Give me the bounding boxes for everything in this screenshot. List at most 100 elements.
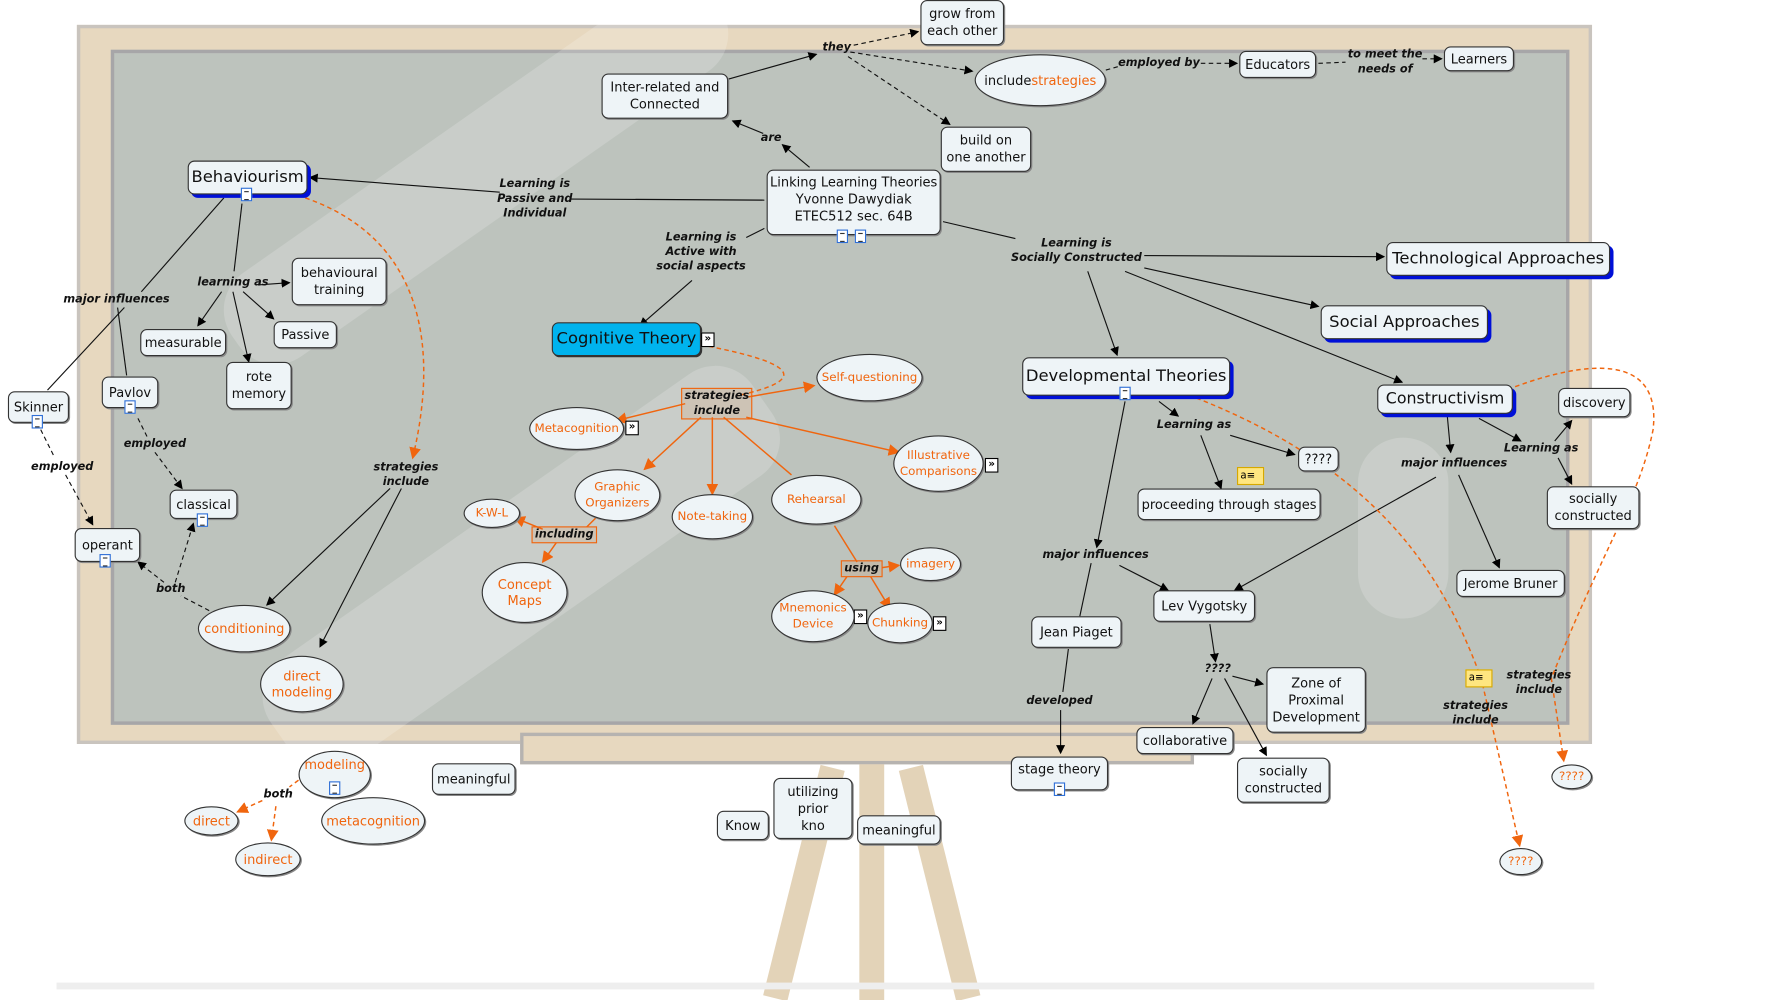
- document-resource-icon[interactable]: [31, 414, 43, 429]
- node-zone-of-proximal-development[interactable]: Zone of Proximal Development: [1266, 667, 1366, 733]
- link-learning-as[interactable]: learning as: [197, 276, 269, 289]
- document-resource-icon[interactable]: [329, 781, 341, 795]
- node-social-approaches[interactable]: Social Approaches: [1320, 305, 1489, 340]
- document-resource-icon[interactable]: [1119, 386, 1131, 401]
- link-employed[interactable]: employed: [31, 460, 94, 474]
- node-self-questioning[interactable]: Self-questioning: [816, 353, 923, 402]
- node-indirect[interactable]: indirect: [235, 842, 301, 877]
- link-developed[interactable]: developed: [1026, 694, 1093, 708]
- link-to-meet-needs[interactable]: to meet the needs of: [1347, 48, 1423, 76]
- node-root-linking-learning-theories[interactable]: Linking Learning Theories Yvonne Dawydia…: [766, 169, 941, 236]
- note-icon[interactable]: a≡: [1236, 466, 1265, 486]
- note-icon[interactable]: a≡: [1465, 669, 1493, 688]
- node-discovery[interactable]: discovery: [1558, 387, 1631, 418]
- expand-icon[interactable]: »: [932, 616, 947, 631]
- link-unknown[interactable]: ????: [1204, 663, 1231, 676]
- node-graphic-organizers[interactable]: Graphic Organizers: [574, 469, 661, 522]
- link-passive-individual[interactable]: Learning is Passive and Individual: [497, 178, 573, 220]
- link-major-influences-dev[interactable]: major influences: [1042, 548, 1149, 562]
- node-imagery[interactable]: imagery: [900, 547, 962, 582]
- easel-leg: [859, 764, 885, 1000]
- node-lev-vygotsky[interactable]: Lev Vygotsky: [1153, 590, 1256, 622]
- link-they[interactable]: they: [822, 41, 851, 54]
- link-employed-by[interactable]: employed by: [1118, 57, 1200, 70]
- document-resource-icon[interactable]: [196, 513, 209, 527]
- node-socially-constructed[interactable]: socially constructed: [1236, 757, 1330, 803]
- node-metacognition-lower[interactable]: metacognition: [321, 797, 426, 845]
- node-note-taking[interactable]: Note-taking: [671, 494, 754, 540]
- connection-line: [723, 416, 792, 476]
- node-operant[interactable]: operant: [74, 528, 141, 562]
- node-build-on-one-another[interactable]: build on one another: [940, 126, 1032, 172]
- expand-icon[interactable]: »: [984, 457, 999, 473]
- link-strategies-include-dev[interactable]: strategies include: [1443, 699, 1508, 728]
- link-both-modeling[interactable]: both: [263, 788, 293, 802]
- node-proceeding-through-stages[interactable]: proceeding through stages: [1137, 488, 1321, 521]
- node-unknown-right[interactable]: ????: [1551, 764, 1593, 790]
- document-resource-icon[interactable]: [240, 187, 253, 202]
- node-jerome-bruner[interactable]: Jerome Bruner: [1456, 569, 1565, 598]
- link-socially-constructed[interactable]: Learning is Socially Constructed: [1010, 237, 1142, 265]
- node-include-strategies[interactable]: include strategies: [974, 54, 1106, 107]
- link-learning-as-constructivism[interactable]: Learning as: [1503, 442, 1579, 456]
- document-resource-icon[interactable]: [124, 400, 136, 414]
- floor-strip: [56, 982, 1595, 990]
- node-illustrative-comparisons[interactable]: Illustrative Comparisons: [893, 435, 984, 492]
- connection-line: [847, 56, 951, 126]
- image-resource-icon[interactable]: [836, 229, 849, 244]
- link-including[interactable]: including: [531, 526, 597, 544]
- node-cognitive-theory[interactable]: Cognitive Theory: [551, 322, 702, 357]
- node-behavioural-training[interactable]: behavioural training: [291, 257, 387, 306]
- node-utilizing-prior-knowledge[interactable]: utilizing prior kno: [773, 777, 853, 839]
- link-are[interactable]: are: [760, 131, 782, 145]
- node-developmental-theories[interactable]: Developmental Theories: [1022, 357, 1231, 396]
- node-socially-constructed-right[interactable]: socially constructed: [1546, 486, 1640, 530]
- connection-line: [1079, 562, 1092, 617]
- node-kwl[interactable]: K-W-L: [463, 498, 521, 529]
- node-rote-memory[interactable]: rote memory: [226, 361, 292, 410]
- link-strategies-include-constructivism[interactable]: strategies include: [1506, 669, 1572, 697]
- node-grow-from-each-other[interactable]: grow from each other: [920, 0, 1005, 46]
- node-inter-related[interactable]: Inter-related and Connected: [601, 73, 729, 119]
- link-using[interactable]: using: [840, 560, 883, 578]
- node-constructivism[interactable]: Constructivism: [1377, 384, 1513, 414]
- node-direct-modeling[interactable]: direct modeling: [260, 655, 344, 713]
- expand-icon[interactable]: »: [853, 609, 868, 625]
- node-passive[interactable]: Passive: [273, 321, 337, 349]
- node-technological-approaches[interactable]: Technological Approaches: [1386, 241, 1611, 276]
- node-mnemonics-device[interactable]: Mnemonics Device: [771, 590, 855, 643]
- node-meaningful[interactable]: meaningful: [431, 763, 516, 795]
- node-learners[interactable]: Learners: [1443, 46, 1515, 72]
- node-jean-piaget[interactable]: Jean Piaget: [1031, 616, 1122, 648]
- concept-map-resource-icon[interactable]: [1053, 782, 1066, 797]
- document-resource-icon[interactable]: [99, 554, 111, 568]
- node-unknown[interactable]: ????: [1298, 446, 1339, 472]
- node-rehearsal[interactable]: Rehearsal: [771, 474, 862, 525]
- link-active-social[interactable]: Learning is Active with social aspects: [656, 231, 746, 274]
- link-employed[interactable]: employed: [123, 438, 187, 451]
- expand-icon[interactable]: »: [625, 420, 639, 436]
- node-classical[interactable]: classical: [169, 489, 238, 519]
- expand-icon[interactable]: »: [701, 332, 715, 348]
- link-major-influences-constructivism[interactable]: major influences: [1400, 457, 1508, 470]
- node-know[interactable]: Know: [716, 810, 769, 841]
- node-meaningful-overlap[interactable]: meaningful: [857, 815, 941, 845]
- node-concept-maps[interactable]: Concept Maps: [481, 561, 568, 624]
- link-learning-as-dev[interactable]: Learning as: [1156, 418, 1232, 432]
- connection-line: [1087, 271, 1119, 357]
- node-measurable[interactable]: measurable: [140, 329, 227, 357]
- node-conditioning[interactable]: conditioning: [197, 604, 291, 653]
- node-unknown-bottom[interactable]: ????: [1499, 848, 1543, 876]
- connection-line: [65, 474, 94, 526]
- connection-line: [881, 560, 901, 573]
- link-strategies-include-cognitive[interactable]: strategies include: [681, 387, 753, 420]
- link-strategies-include[interactable]: strategies include: [373, 461, 439, 489]
- node-chunking[interactable]: Chunking: [867, 602, 933, 644]
- link-major-influences[interactable]: major influences: [63, 293, 170, 306]
- node-educators[interactable]: Educators: [1239, 50, 1317, 79]
- link-both[interactable]: both: [156, 582, 186, 596]
- node-collaborative[interactable]: collaborative: [1136, 727, 1234, 755]
- document-resource-icon[interactable]: [854, 229, 867, 244]
- node-metacognition[interactable]: Metacognition: [529, 407, 625, 451]
- node-direct[interactable]: direct: [184, 806, 239, 836]
